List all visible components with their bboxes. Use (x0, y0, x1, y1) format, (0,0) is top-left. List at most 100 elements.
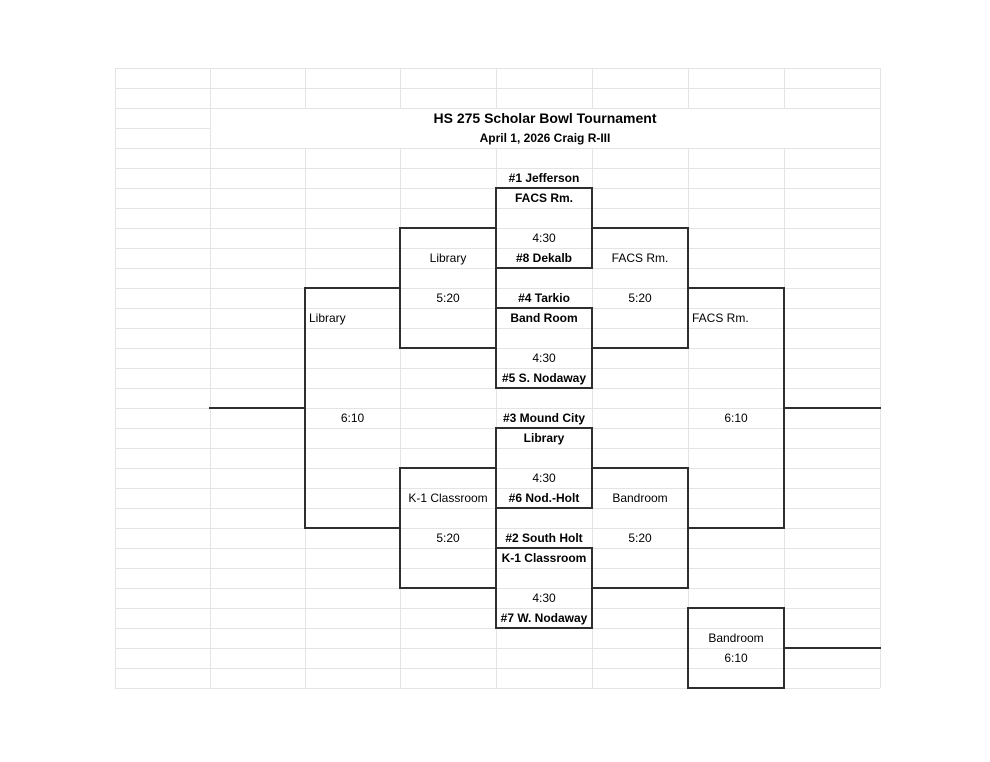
bracket-line-h (495, 507, 593, 509)
grid-line-h (115, 468, 880, 469)
bracket-line-v (687, 607, 689, 689)
right-final-time: 6:10 (724, 411, 748, 425)
grid-line-h (115, 288, 880, 289)
bracket-line-v (591, 187, 593, 269)
bracket-line-v (591, 307, 593, 389)
left-semi1-time: 5:20 (436, 291, 460, 305)
bracket-line-h (687, 687, 785, 689)
left-semi2-room: K-1 Classroom (408, 491, 488, 505)
bracket-line-h (783, 407, 881, 409)
grid-line-v (880, 68, 881, 688)
grid-line-h (115, 168, 880, 169)
bracket-line-h (495, 427, 593, 429)
grid-line-h (115, 688, 880, 689)
game4-time: 4:30 (532, 591, 556, 605)
grid-line-h (115, 608, 880, 609)
grid-line-h (115, 248, 880, 249)
game4-room: K-1 Classroom (501, 551, 587, 565)
bracket-line-h (399, 347, 497, 349)
bracket-line-v (591, 547, 593, 629)
game4-top-team: #2 South Holt (505, 531, 583, 545)
game4-bottom-team: #7 W. Nodaway (500, 611, 588, 625)
bracket-line-h (304, 527, 401, 529)
grid-line-h (115, 128, 210, 129)
grid-line-v (496, 148, 497, 688)
bracket-line-h (591, 347, 689, 349)
bracket-line-v (783, 287, 785, 529)
bottom-right-game-room: Bandroom (708, 631, 764, 645)
grid-line-h (115, 328, 880, 329)
game2-top-team: #4 Tarkio (518, 291, 570, 305)
grid-line-h (115, 368, 880, 369)
grid-line-h (115, 408, 880, 409)
bracket-line-v (783, 607, 785, 689)
game2-time: 4:30 (532, 351, 556, 365)
bottom-right-game-time: 6:10 (724, 651, 748, 665)
game3-top-team: #3 Mound City (502, 411, 585, 425)
bracket-line-h (495, 627, 593, 629)
right-consolation2-room: Bandroom (612, 491, 668, 505)
grid-line-h (115, 568, 880, 569)
bracket-line-h (687, 287, 785, 289)
right-consolation2-time: 5:20 (628, 531, 652, 545)
bracket-line-v (399, 227, 401, 349)
grid-line-v (115, 68, 116, 688)
grid-line-v (688, 148, 689, 688)
game1-room: FACS Rm. (514, 191, 573, 205)
bracket-line-h (783, 647, 881, 649)
game1-bottom-team: #8 Dekalb (515, 251, 573, 265)
grid-line-v (210, 68, 211, 688)
bracket-line-v (687, 227, 689, 349)
game1-top-team: #1 Jefferson (508, 171, 580, 185)
bracket-line-h (304, 287, 401, 289)
grid-line-h (115, 208, 880, 209)
bracket-line-h (495, 387, 593, 389)
bracket-line-h (591, 467, 689, 469)
grid-line-h (115, 488, 880, 489)
game2-bottom-team: #5 S. Nodaway (501, 371, 587, 385)
bracket-line-h (399, 227, 497, 229)
bracket-line-v (495, 187, 497, 389)
grid-line-h (115, 648, 880, 649)
bracket-line-h (495, 267, 593, 269)
bracket-line-h (495, 547, 593, 549)
left-semi2-time: 5:20 (436, 531, 460, 545)
grid-line-h (115, 528, 880, 529)
grid-line-h (115, 588, 880, 589)
grid-line-h (115, 88, 880, 89)
bracket-line-h (591, 587, 689, 589)
bracket-line-h (687, 607, 785, 609)
bracket-line-v (495, 427, 497, 629)
bracket-line-h (495, 307, 593, 309)
grid-line-h (115, 228, 880, 229)
grid-line-h (115, 448, 880, 449)
game2-room: Band Room (510, 311, 578, 325)
grid-line-h (115, 68, 880, 69)
grid-line-h (115, 668, 880, 669)
tournament-title: HS 275 Scholar Bowl Tournament (433, 110, 657, 126)
game3-bottom-team: #6 Nod.-Holt (508, 491, 580, 505)
grid-line-v (400, 148, 401, 688)
bracket-line-h (687, 527, 785, 529)
left-final-room: Library (309, 311, 346, 325)
grid-line-h (115, 348, 880, 349)
bracket-line-v (687, 467, 689, 589)
bracket-line-h (495, 187, 593, 189)
game1-time: 4:30 (532, 231, 556, 245)
bracket-line-v (304, 287, 306, 529)
right-final-room: FACS Rm. (692, 311, 749, 325)
bracket-line-v (399, 467, 401, 589)
bracket-line-h (209, 407, 306, 409)
grid-line-v (592, 148, 593, 688)
game3-time: 4:30 (532, 471, 556, 485)
right-consolation1-room: FACS Rm. (611, 251, 669, 265)
bracket-line-h (399, 467, 497, 469)
bracket-line-v (591, 427, 593, 509)
left-semi1-room: Library (429, 251, 467, 265)
bracket-line-h (591, 227, 689, 229)
game3-room: Library (523, 431, 565, 445)
right-consolation1-time: 5:20 (628, 291, 652, 305)
grid-line-h (115, 148, 880, 149)
grid-line-h (115, 108, 880, 109)
